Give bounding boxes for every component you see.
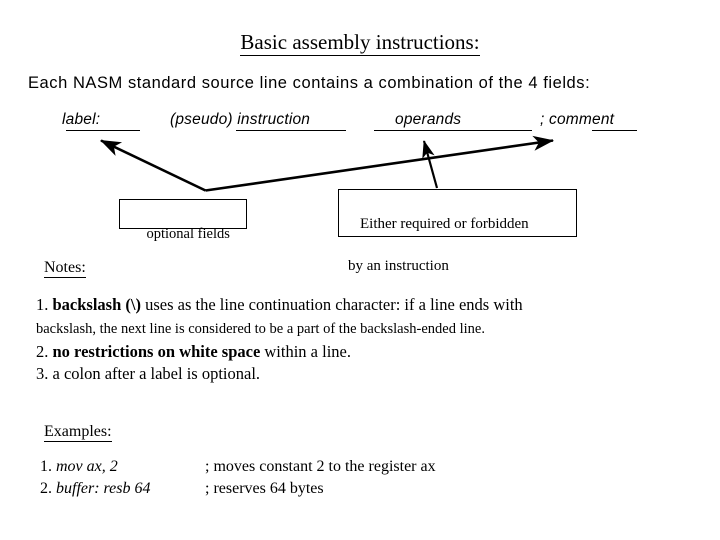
callout-optional-fields: optional fields — [119, 199, 247, 242]
notes-heading-text: Notes: — [44, 259, 86, 278]
note-3-rest: a colon after a label is optional. — [52, 364, 261, 383]
note-2-rest: within a line. — [260, 342, 351, 361]
example-item-2: 2. buffer: resb 64 ; reserves 64 bytes — [40, 478, 324, 499]
example-1-comment: ; moves constant 2 to the register ax — [205, 458, 436, 475]
callout-required-line1: Either required or forbidden — [360, 216, 529, 232]
note-item-2: 2. no restrictions on white space within… — [36, 341, 351, 362]
field-label-operands: operands — [395, 111, 462, 128]
field-label-instruction: (pseudo) instruction — [170, 111, 311, 128]
examples-heading: Examples: — [44, 422, 112, 442]
field-row: label: (pseudo) instruction operands ; c… — [0, 108, 720, 134]
field-underline-comment — [592, 130, 637, 131]
page-title: Basic assembly instructions: — [0, 30, 720, 56]
note-2-number: 2. — [36, 342, 49, 361]
note-item-1: 1. backslash (\) uses as the line contin… — [36, 294, 523, 315]
field-underline-instruction — [236, 130, 346, 131]
example-item-1: 1. mov ax, 2 ; moves constant 2 to the re… — [40, 456, 436, 477]
example-1-code: mov ax, 2 — [56, 458, 118, 475]
examples-heading-text: Examples: — [44, 423, 112, 442]
example-2-code: buffer: resb 64 — [56, 480, 151, 497]
arrow-required-forbidden — [422, 140, 439, 189]
field-underline-label — [66, 130, 140, 131]
example-2-comment: ; reserves 64 bytes — [205, 480, 324, 497]
field-label-label: label: — [62, 111, 101, 128]
note-item-3: 3. a colon after a label is optional. — [36, 363, 260, 384]
note-1-rest: uses as the line continuation character:… — [140, 295, 523, 314]
note-1-bold: backslash (\) — [52, 295, 141, 314]
note-3-number: 3. — [36, 364, 49, 383]
callout-required-line2: by an instruction — [348, 258, 449, 274]
note-1-number: 1. — [36, 295, 49, 314]
example-1-number: 1. — [40, 458, 52, 475]
arrow-optional-fields — [100, 135, 555, 192]
note-2-bold: no restrictions on white space — [52, 342, 261, 361]
field-label-comment: ; comment — [540, 111, 615, 128]
example-2-number: 2. — [40, 480, 52, 497]
page-title-text: Basic assembly instructions: — [240, 30, 480, 56]
callout-required-forbidden: Either required or forbidden by an instr… — [338, 189, 577, 274]
field-underline-operands — [374, 130, 532, 131]
intro-line: Each NASM standard source line contains … — [28, 74, 591, 92]
note-item-1-continuation: backslash, the next line is considered t… — [36, 321, 485, 337]
notes-heading: Notes: — [44, 258, 86, 278]
callout-optional-fields-text: optional fields — [146, 226, 230, 242]
